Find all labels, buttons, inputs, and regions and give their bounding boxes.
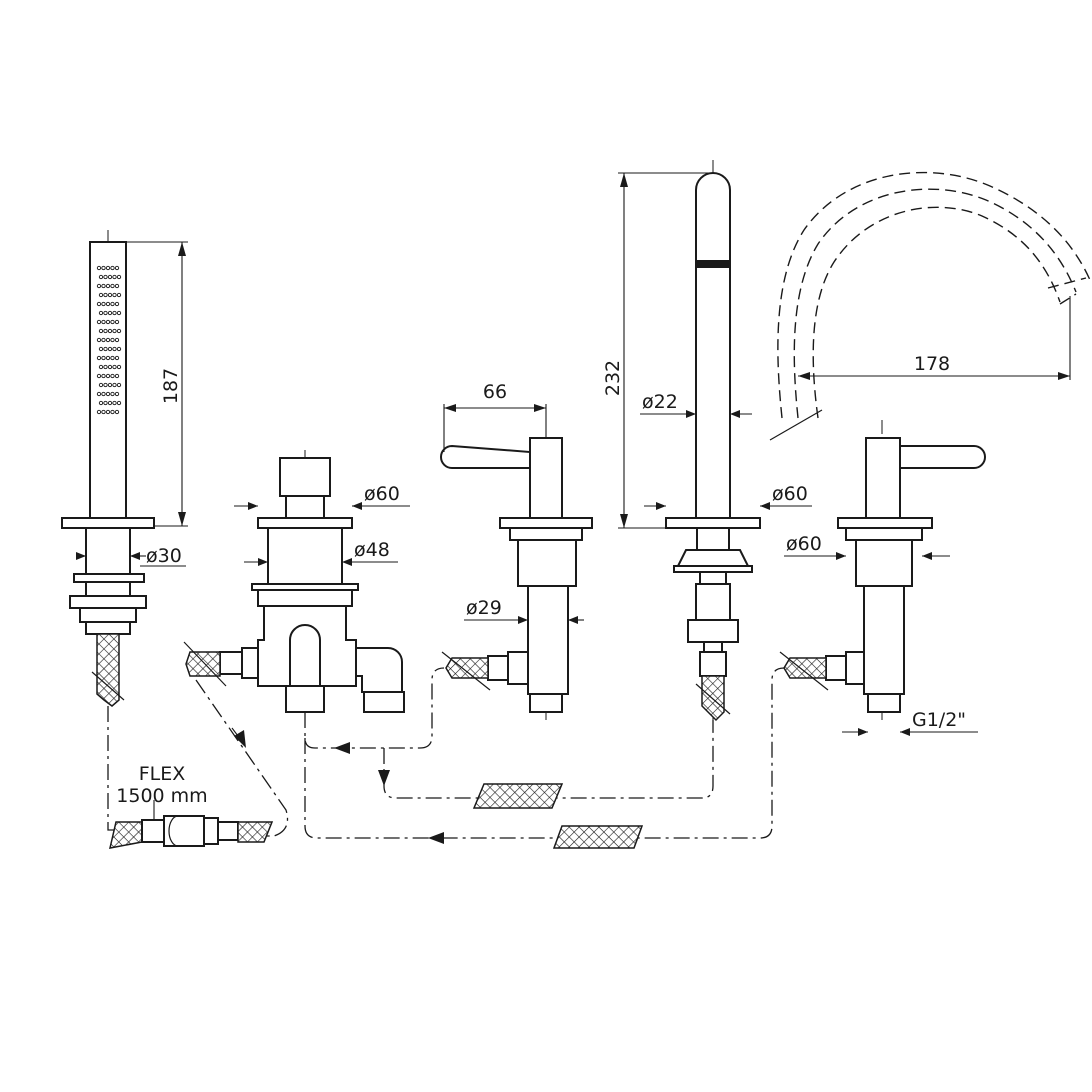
dimension-diverter-flange: ø60 (234, 483, 410, 510)
hand-shower (61, 230, 155, 707)
dim-thread-label: G1/2" (912, 709, 966, 731)
dimension-handle-length: 66 (443, 381, 547, 452)
dimension-thread: G1/2" (842, 709, 978, 736)
dimension-handshower-diameter: ø30 (76, 545, 186, 567)
dim-spout-tube-label: ø22 (642, 391, 678, 413)
dimension-spout-tube: ø22 (640, 391, 752, 418)
dim-right-valve-flange-label: ø60 (786, 533, 822, 555)
flex-label-line2: 1500 mm (116, 785, 207, 807)
dimension-valve-body: ø29 (464, 597, 584, 624)
dim-handle-length-label: 66 (483, 381, 507, 403)
dimension-spout-reach: 178 (798, 296, 1071, 380)
dimension-handshower-height: 187 (126, 241, 188, 527)
dim-spout-height-label: 232 (602, 360, 624, 396)
dim-handshower-height-label: 187 (160, 368, 182, 404)
left-lever-valve (440, 420, 593, 720)
dim-spout-reach-label: 178 (914, 353, 950, 375)
dim-handshower-diameter-label: ø30 (146, 545, 182, 567)
hose-segments (472, 783, 644, 849)
diverter-valve (183, 450, 405, 720)
spout (665, 160, 761, 722)
dimension-spout-flange: ø60 (644, 483, 812, 510)
spray-nozzle-dots (96, 265, 122, 415)
dimension-spout-height: 232 (602, 172, 713, 529)
right-lever-valve (779, 420, 986, 720)
dim-diverter-flange-label: ø60 (364, 483, 400, 505)
flex-hose-connector: FLEX 1500 mm (109, 763, 274, 849)
dimension-diverter-body: ø48 (244, 539, 398, 566)
aerator-band (696, 260, 730, 268)
flex-label-line1: FLEX (139, 763, 186, 785)
dim-diverter-body-label: ø48 (354, 539, 390, 561)
dim-valve-body-label: ø29 (466, 597, 502, 619)
dimension-right-valve-flange: ø60 (784, 533, 950, 560)
dim-spout-flange-label: ø60 (772, 483, 808, 505)
spout-swing-outline (769, 171, 1091, 441)
